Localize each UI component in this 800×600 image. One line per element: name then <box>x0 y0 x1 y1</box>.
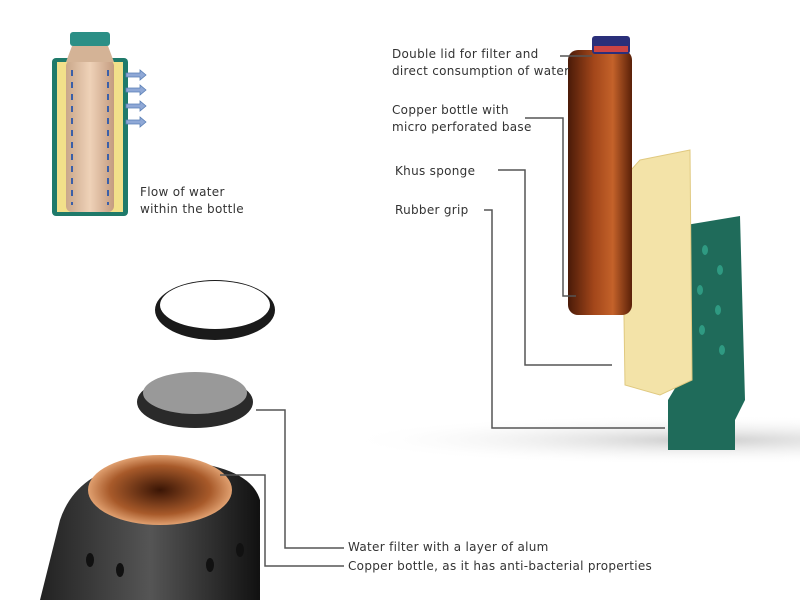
flow-label-line2: within the bottle <box>140 202 244 216</box>
lid-label: Double lid for filter and direct consump… <box>392 46 569 80</box>
lid-label-line1: Double lid for filter and <box>392 47 539 61</box>
copper-bottle-label-line1: Copper bottle with <box>392 103 509 117</box>
filter-assembly <box>40 280 275 600</box>
leader-lines <box>220 55 665 567</box>
khus-sponge-label: Khus sponge <box>395 164 476 178</box>
copper-bottle-label-line2: micro perforated base <box>392 120 532 134</box>
copper-bottle-label: Copper bottle with micro perforated base <box>392 102 532 136</box>
copper-antibacterial-label: Copper bottle, as it has anti-bacterial … <box>348 559 653 573</box>
water-filter-label: Water filter with a layer of alum <box>348 540 549 554</box>
flow-label: Flow of water within the bottle <box>140 184 244 218</box>
cross-section-diagram <box>52 32 147 216</box>
lid-label-line2: direct consumption of water <box>392 64 570 78</box>
flow-arrows <box>125 69 147 128</box>
exploded-bottle <box>340 36 800 465</box>
rubber-grip-label: Rubber grip <box>395 203 469 217</box>
flow-label-line1: Flow of water <box>140 185 225 199</box>
